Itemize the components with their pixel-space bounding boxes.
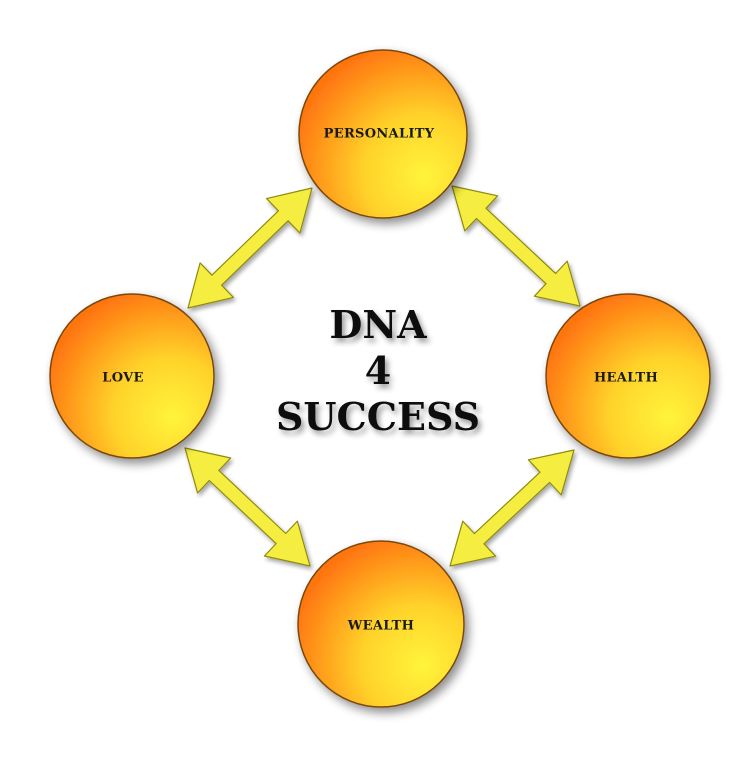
node-health-label: HEALTH: [594, 371, 658, 386]
node-wealth-label: WEALTH: [347, 619, 414, 634]
node-love: LOVE: [49, 293, 215, 459]
center-title: DNA 4 SUCCESS: [276, 302, 480, 439]
connector-arrows: [184, 185, 581, 567]
arrow-personality-health: [451, 185, 581, 307]
center-title-line-2: 4: [365, 348, 391, 393]
arrow-health-wealth: [449, 449, 575, 567]
node-health: HEALTH: [545, 293, 711, 459]
node-wealth: WEALTH: [297, 540, 465, 708]
center-title-line-1: DNA: [329, 302, 427, 347]
center-title-line-3: SUCCESS: [276, 394, 480, 439]
arrow-personality-love: [187, 187, 313, 309]
node-personality-label: PERSONALITY: [324, 127, 435, 142]
node-personality: PERSONALITY: [298, 49, 468, 219]
node-love-label: LOVE: [102, 371, 143, 386]
arrow-love-wealth: [184, 447, 311, 567]
